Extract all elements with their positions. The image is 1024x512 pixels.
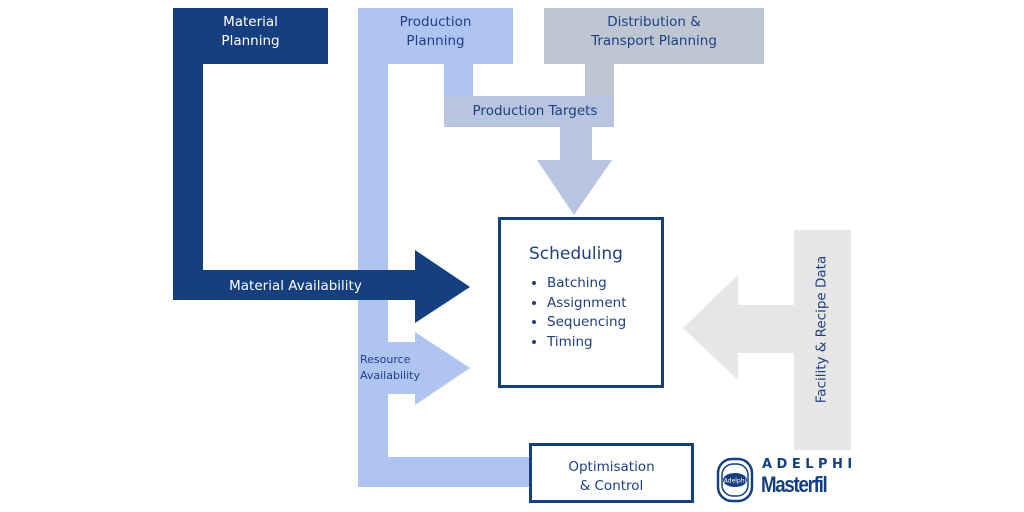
material-availability-arrow: [173, 250, 470, 323]
adelphi-emblem-icon: Adelphi: [716, 457, 754, 503]
scheduling-title: Scheduling: [529, 244, 623, 264]
list-item: Sequencing: [547, 313, 661, 333]
resource-availability-arrow: [388, 332, 470, 405]
facility-arrow: [683, 275, 794, 380]
production-to-targets-bar: [444, 64, 473, 98]
facility-flow: [683, 230, 851, 450]
logo-adelphi-text: ADELPHI: [762, 457, 857, 472]
distribution-box: [544, 8, 764, 64]
production-targets-label: Production Targets: [472, 103, 598, 119]
adelphi-masterfil-logo: Adelphi ADELPHI Masterfil: [716, 456, 866, 506]
scheduling-box: Scheduling Batching Assignment Sequencin…: [498, 217, 664, 388]
production-planning-line2: Planning: [406, 33, 465, 49]
material-planning-line2: Planning: [221, 33, 280, 49]
material-planning-box: [173, 8, 328, 64]
production-bottom-bar: [358, 457, 530, 487]
optimisation-label: Optimisation & Control: [532, 458, 691, 496]
logo-masterfil-text: Masterfil: [761, 472, 828, 497]
material-availability-label: Material Availability: [229, 278, 362, 294]
production-targets-band: [444, 96, 614, 127]
production-targets-arrow: [537, 127, 612, 215]
resource-line1: Resource: [360, 353, 411, 366]
production-planning-line1: Production: [399, 14, 472, 30]
material-flow: [173, 8, 470, 323]
material-planning-line1: Material: [223, 14, 278, 30]
optimisation-line2: & Control: [579, 478, 644, 494]
list-item: Batching: [547, 274, 661, 294]
resource-line2: Availability: [360, 369, 420, 382]
list-item: Timing: [547, 333, 661, 353]
production-planning-box: [358, 8, 513, 64]
optimisation-line1: Optimisation: [568, 459, 655, 475]
material-planning-label: Material Planning: [173, 13, 328, 51]
svg-text:Adelphi: Adelphi: [724, 478, 747, 485]
distribution-bar: [585, 64, 614, 98]
distribution-flow: [444, 8, 764, 215]
distribution-line1: Distribution &: [607, 14, 701, 30]
list-item: Assignment: [547, 294, 661, 314]
resource-availability-label: Resource Availability: [360, 352, 420, 384]
scheduling-list: Batching Assignment Sequencing Timing: [529, 274, 661, 352]
distribution-planning-label: Distribution & Transport Planning: [544, 13, 764, 51]
optimisation-box: Optimisation & Control: [529, 443, 694, 503]
facility-bar: [794, 230, 851, 450]
production-planning-label: Production Planning: [358, 13, 513, 51]
facility-recipe-label: Facility & Recipe Data: [813, 255, 830, 404]
material-vertical-bar: [173, 64, 203, 300]
distribution-line2: Transport Planning: [591, 33, 717, 49]
